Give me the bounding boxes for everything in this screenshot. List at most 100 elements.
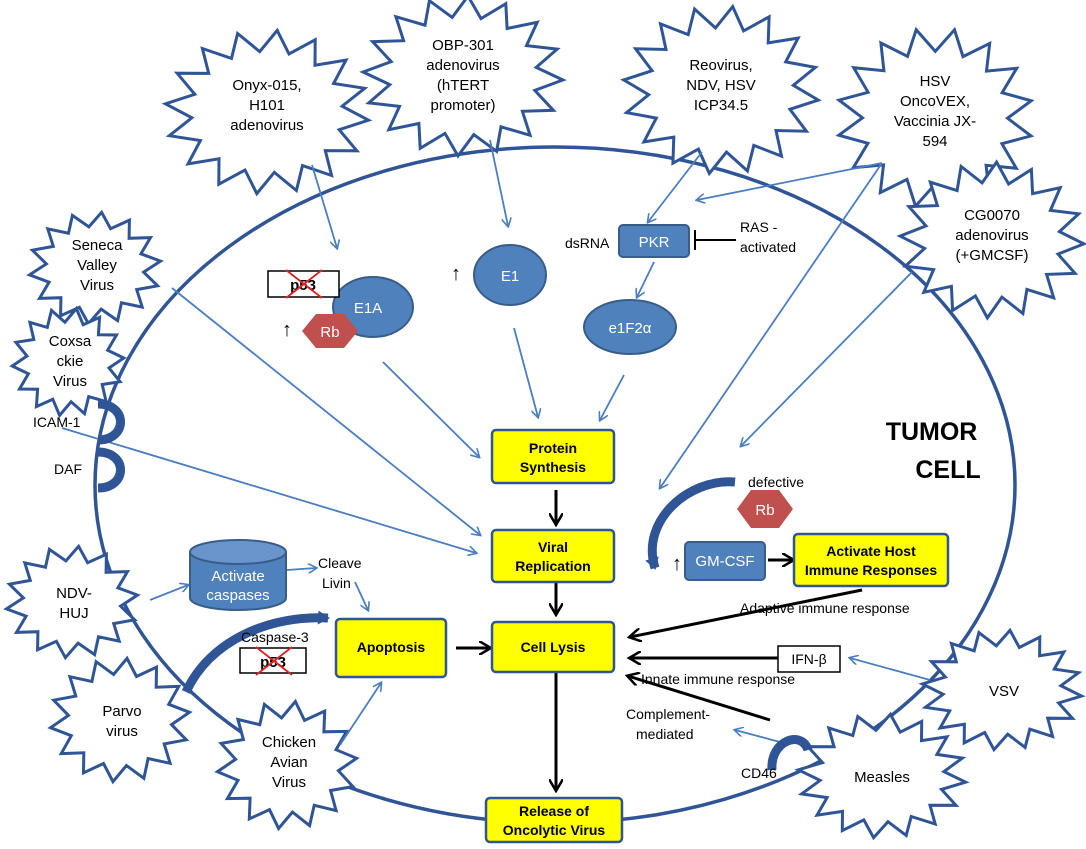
ifn-beta-box: IFN-β xyxy=(777,645,841,673)
svg-text:Apoptosis: Apoptosis xyxy=(357,639,426,655)
arrow-pkr-e1f2a xyxy=(637,261,655,297)
cleave-livin-label: Cleave Livin xyxy=(318,555,365,591)
curved-arrow-parvo-apoptosis xyxy=(181,610,330,694)
receptor-cd46 xyxy=(767,735,813,771)
virus-star-vsv: VSV xyxy=(918,627,1086,753)
receptor-daf xyxy=(97,447,125,493)
virus-star-ndv-huj: NDV-HUJ xyxy=(3,543,141,661)
tumor-cell-label: TUMOR CELL xyxy=(886,418,985,484)
arrow-hsv-pkr xyxy=(697,162,883,200)
arrow-e1-protein xyxy=(513,327,538,417)
daf-label: DAF xyxy=(54,461,82,477)
e1a-molecule xyxy=(332,276,414,338)
arrow-vsv-ifn xyxy=(850,658,931,681)
gmcsf-up-arrow: ↑ xyxy=(672,553,682,575)
caspase3-label: Caspase-3 xyxy=(241,629,309,645)
curved-arrow-rb-gmcsf xyxy=(645,477,736,570)
e1a-label: E1A xyxy=(354,300,382,317)
apoptosis-box: Apoptosis xyxy=(334,617,448,679)
arrow-cd46-complement xyxy=(735,730,781,743)
svg-text:NDV-HUJ: NDV-HUJ xyxy=(56,585,92,622)
arrow-onyx-e1a xyxy=(311,164,337,248)
ras-inhibition xyxy=(694,230,736,250)
receptor-icam1 xyxy=(97,399,125,445)
virus-star-measles: Measles xyxy=(794,711,970,841)
complement-label: Complement- mediated xyxy=(626,706,714,742)
arrow-obp-e1 xyxy=(489,139,508,226)
rb-defective-hexagon xyxy=(737,490,793,528)
arrow-cg0070-gmcsf xyxy=(741,271,913,446)
rb-label: Rb xyxy=(320,324,339,341)
pkr-label: PKR xyxy=(639,234,670,251)
svg-text:Cell Lysis: Cell Lysis xyxy=(521,639,586,655)
arrow-ndv-caspases xyxy=(149,585,188,601)
dsrna-label: dsRNA xyxy=(565,235,610,251)
ras-label: RAS - activated xyxy=(740,219,796,255)
p53-blocked-top: p53 xyxy=(267,269,340,299)
gmcsf-label: GM-CSF xyxy=(695,553,754,570)
e1f2a-label: e1F2α xyxy=(609,320,652,337)
adaptive-immune-label: Adaptive immune response xyxy=(740,600,910,616)
arrow-complement-lysis xyxy=(628,676,771,722)
e1-label: E1 xyxy=(501,268,519,285)
rb-defective-label: Rb xyxy=(755,502,774,519)
svg-text:IFN-β: IFN-β xyxy=(791,651,826,667)
innate-immune-label: Innate immune response xyxy=(641,671,795,687)
arrow-adaptive-lysis xyxy=(630,588,863,637)
arrow-reovirus-pkr xyxy=(648,151,703,222)
arrow-coxsackie-replication xyxy=(61,427,476,553)
arrow-e1f2a-protein xyxy=(600,374,625,420)
defective-label: defective xyxy=(748,474,804,490)
svg-text:Measles: Measles xyxy=(854,769,910,786)
e1f2a-molecule xyxy=(583,299,677,355)
rb-up-arrow: ↑ xyxy=(282,319,292,341)
e1-molecule xyxy=(473,244,547,306)
gmcsf-box xyxy=(684,541,766,581)
pkr-box xyxy=(618,224,690,258)
arrow-hsv-gmcsf xyxy=(660,162,883,488)
virus-arrows xyxy=(61,139,931,746)
rb-hexagon xyxy=(302,314,358,348)
svg-text:VSV: VSV xyxy=(989,683,1019,700)
arrow-caspases-livin xyxy=(286,568,316,570)
pathway-arrows xyxy=(456,490,863,790)
arrow-chicken-apoptosis xyxy=(339,683,381,746)
cd46-label: CD46 xyxy=(741,765,777,781)
cell-lysis-box: Cell Lysis xyxy=(490,620,616,674)
e1-up-arrow: ↑ xyxy=(451,263,461,285)
arrow-livin-apoptosis xyxy=(354,581,368,610)
arrow-seneca-replication xyxy=(171,287,480,535)
p53-blocked-bottom: p53 xyxy=(239,646,307,676)
arrow-e1a-protein xyxy=(382,361,479,457)
